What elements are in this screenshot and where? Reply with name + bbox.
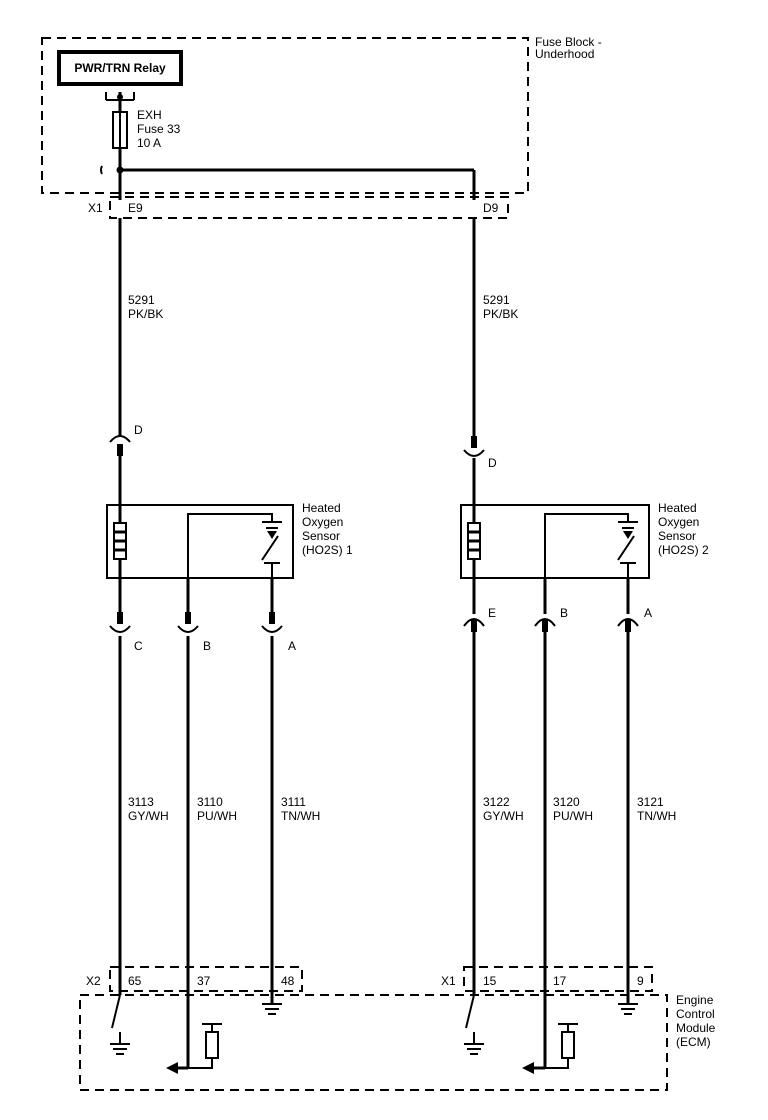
ecm-s2-switch <box>465 994 475 1029</box>
ecm-pin-17: 17 <box>553 974 567 988</box>
ecm-pin-37: 37 <box>197 974 211 988</box>
s1-wire2-color: PU/WH <box>197 809 237 823</box>
sensor2-switch <box>617 535 635 561</box>
s2-d-pin <box>471 436 477 448</box>
ecm-label-line3: Module <box>676 1021 716 1035</box>
ecm-s1-arrow-icon <box>166 1062 178 1074</box>
s2-wire2-circuit: 3120 <box>553 795 580 809</box>
feed-left-circuit: 5291 <box>128 293 155 307</box>
fuse-label-line3: 10 A <box>137 136 161 150</box>
s2-wire1-color: GY/WH <box>483 809 524 823</box>
s1-pin-c: C <box>134 639 143 653</box>
sensor1: Heated Oxygen Sensor (HO2S) 1 <box>106 501 353 579</box>
fuse-pin-e9: E9 <box>128 201 143 215</box>
s1-pin-a: A <box>288 639 296 653</box>
s1-wire1-color: GY/WH <box>128 809 169 823</box>
fuse-label-line1: EXH <box>137 108 162 122</box>
ecm-s1-switch <box>111 994 121 1029</box>
fuse-block-outline <box>41 37 529 194</box>
ecm-label-line4: (ECM) <box>676 1035 711 1049</box>
ecm: X2 65 37 48 X1 15 17 9 Engine Control Mo… <box>79 966 716 1091</box>
ecm-outline <box>79 994 668 1091</box>
sensor1-label-line4: (HO2S) 1 <box>302 543 353 557</box>
s1-wire1-circuit: 3113 <box>128 795 154 809</box>
ecm-s1-resistor <box>205 1031 219 1059</box>
s1-wire3-color: TN/WH <box>281 809 320 823</box>
fuse-block-connector: X1 E9 D9 <box>88 196 509 219</box>
sensor1-label-line3: Sensor <box>302 529 340 543</box>
s2-e-socket <box>463 618 485 627</box>
s2-pin-e: E <box>488 606 496 620</box>
s1-feed-pin: D <box>134 423 143 437</box>
ecm-pin-15: 15 <box>483 974 497 988</box>
s2-pin-b: B <box>560 606 568 620</box>
sensor1-switch <box>261 535 279 561</box>
s1-d-pin <box>117 444 123 456</box>
s1-c-socket <box>109 625 131 633</box>
ecm-left-connector <box>109 966 303 992</box>
feed-right-circuit: 5291 <box>483 293 510 307</box>
ecm-pin-9: 9 <box>637 974 644 988</box>
fuse-pin-d9: D9 <box>483 201 499 215</box>
ecm-pin-48: 48 <box>281 974 295 988</box>
ecm-right-connector <box>463 966 653 992</box>
sensor2-label-line4: (HO2S) 2 <box>658 543 709 557</box>
sensor1-label-line2: Oxygen <box>302 515 343 529</box>
feed-left-color: PK/BK <box>128 307 163 321</box>
s2-wire1-circuit: 3122 <box>483 795 510 809</box>
ecm-pin-65: 65 <box>128 974 142 988</box>
ecm-label-line1: Engine <box>676 993 714 1007</box>
fuse-label-line2: Fuse 33 <box>137 122 181 136</box>
ecm-right-connector-label: X1 <box>441 974 456 988</box>
s2-wire3-circuit: 3121 <box>637 795 664 809</box>
s1-d-socket <box>109 435 131 443</box>
s2-feed-pin: D <box>488 456 497 470</box>
relay-label: PWR/TRN Relay <box>74 61 166 75</box>
fuse-connector-label: X1 <box>88 201 103 215</box>
splice-hook <box>100 165 103 175</box>
s2-wire2-color: PU/WH <box>553 809 593 823</box>
sensor2-box <box>460 504 650 579</box>
s2-a-socket <box>617 618 639 627</box>
s2-wire3-color: TN/WH <box>637 809 676 823</box>
sensor2: Heated Oxygen Sensor (HO2S) 2 <box>460 501 709 579</box>
fuse-block-label-line1: Fuse Block - <box>535 35 602 49</box>
ecm-s2-resistor <box>561 1031 575 1059</box>
sensor2-label-line2: Oxygen <box>658 515 699 529</box>
s1-b-socket <box>177 625 199 633</box>
sensor2-label-line3: Sensor <box>658 529 696 543</box>
sensor1-label-line1: Heated <box>302 501 341 515</box>
s2-d-socket <box>463 449 485 457</box>
sensor2-label-line1: Heated <box>658 501 697 515</box>
splice-node <box>116 166 124 174</box>
feed-right-color: PK/BK <box>483 307 518 321</box>
s1-wire2-circuit: 3110 <box>197 795 223 809</box>
s2-pin-a: A <box>644 606 652 620</box>
s1-wire3-circuit: 3111 <box>281 795 306 809</box>
s1-a-socket <box>261 625 283 633</box>
ecm-left-connector-label: X2 <box>86 974 101 988</box>
s2-b-socket <box>534 618 556 627</box>
s1-pin-b: B <box>203 639 211 653</box>
fuse-block: Fuse Block - Underhood PWR/TRN Relay EXH… <box>41 35 602 200</box>
ecm-s2-arrow-icon <box>522 1062 534 1074</box>
ecm-label-line2: Control <box>676 1007 715 1021</box>
sensor1-box <box>106 504 294 579</box>
relay-box <box>57 50 183 86</box>
fuse-block-label-line2: Underhood <box>535 47 594 61</box>
